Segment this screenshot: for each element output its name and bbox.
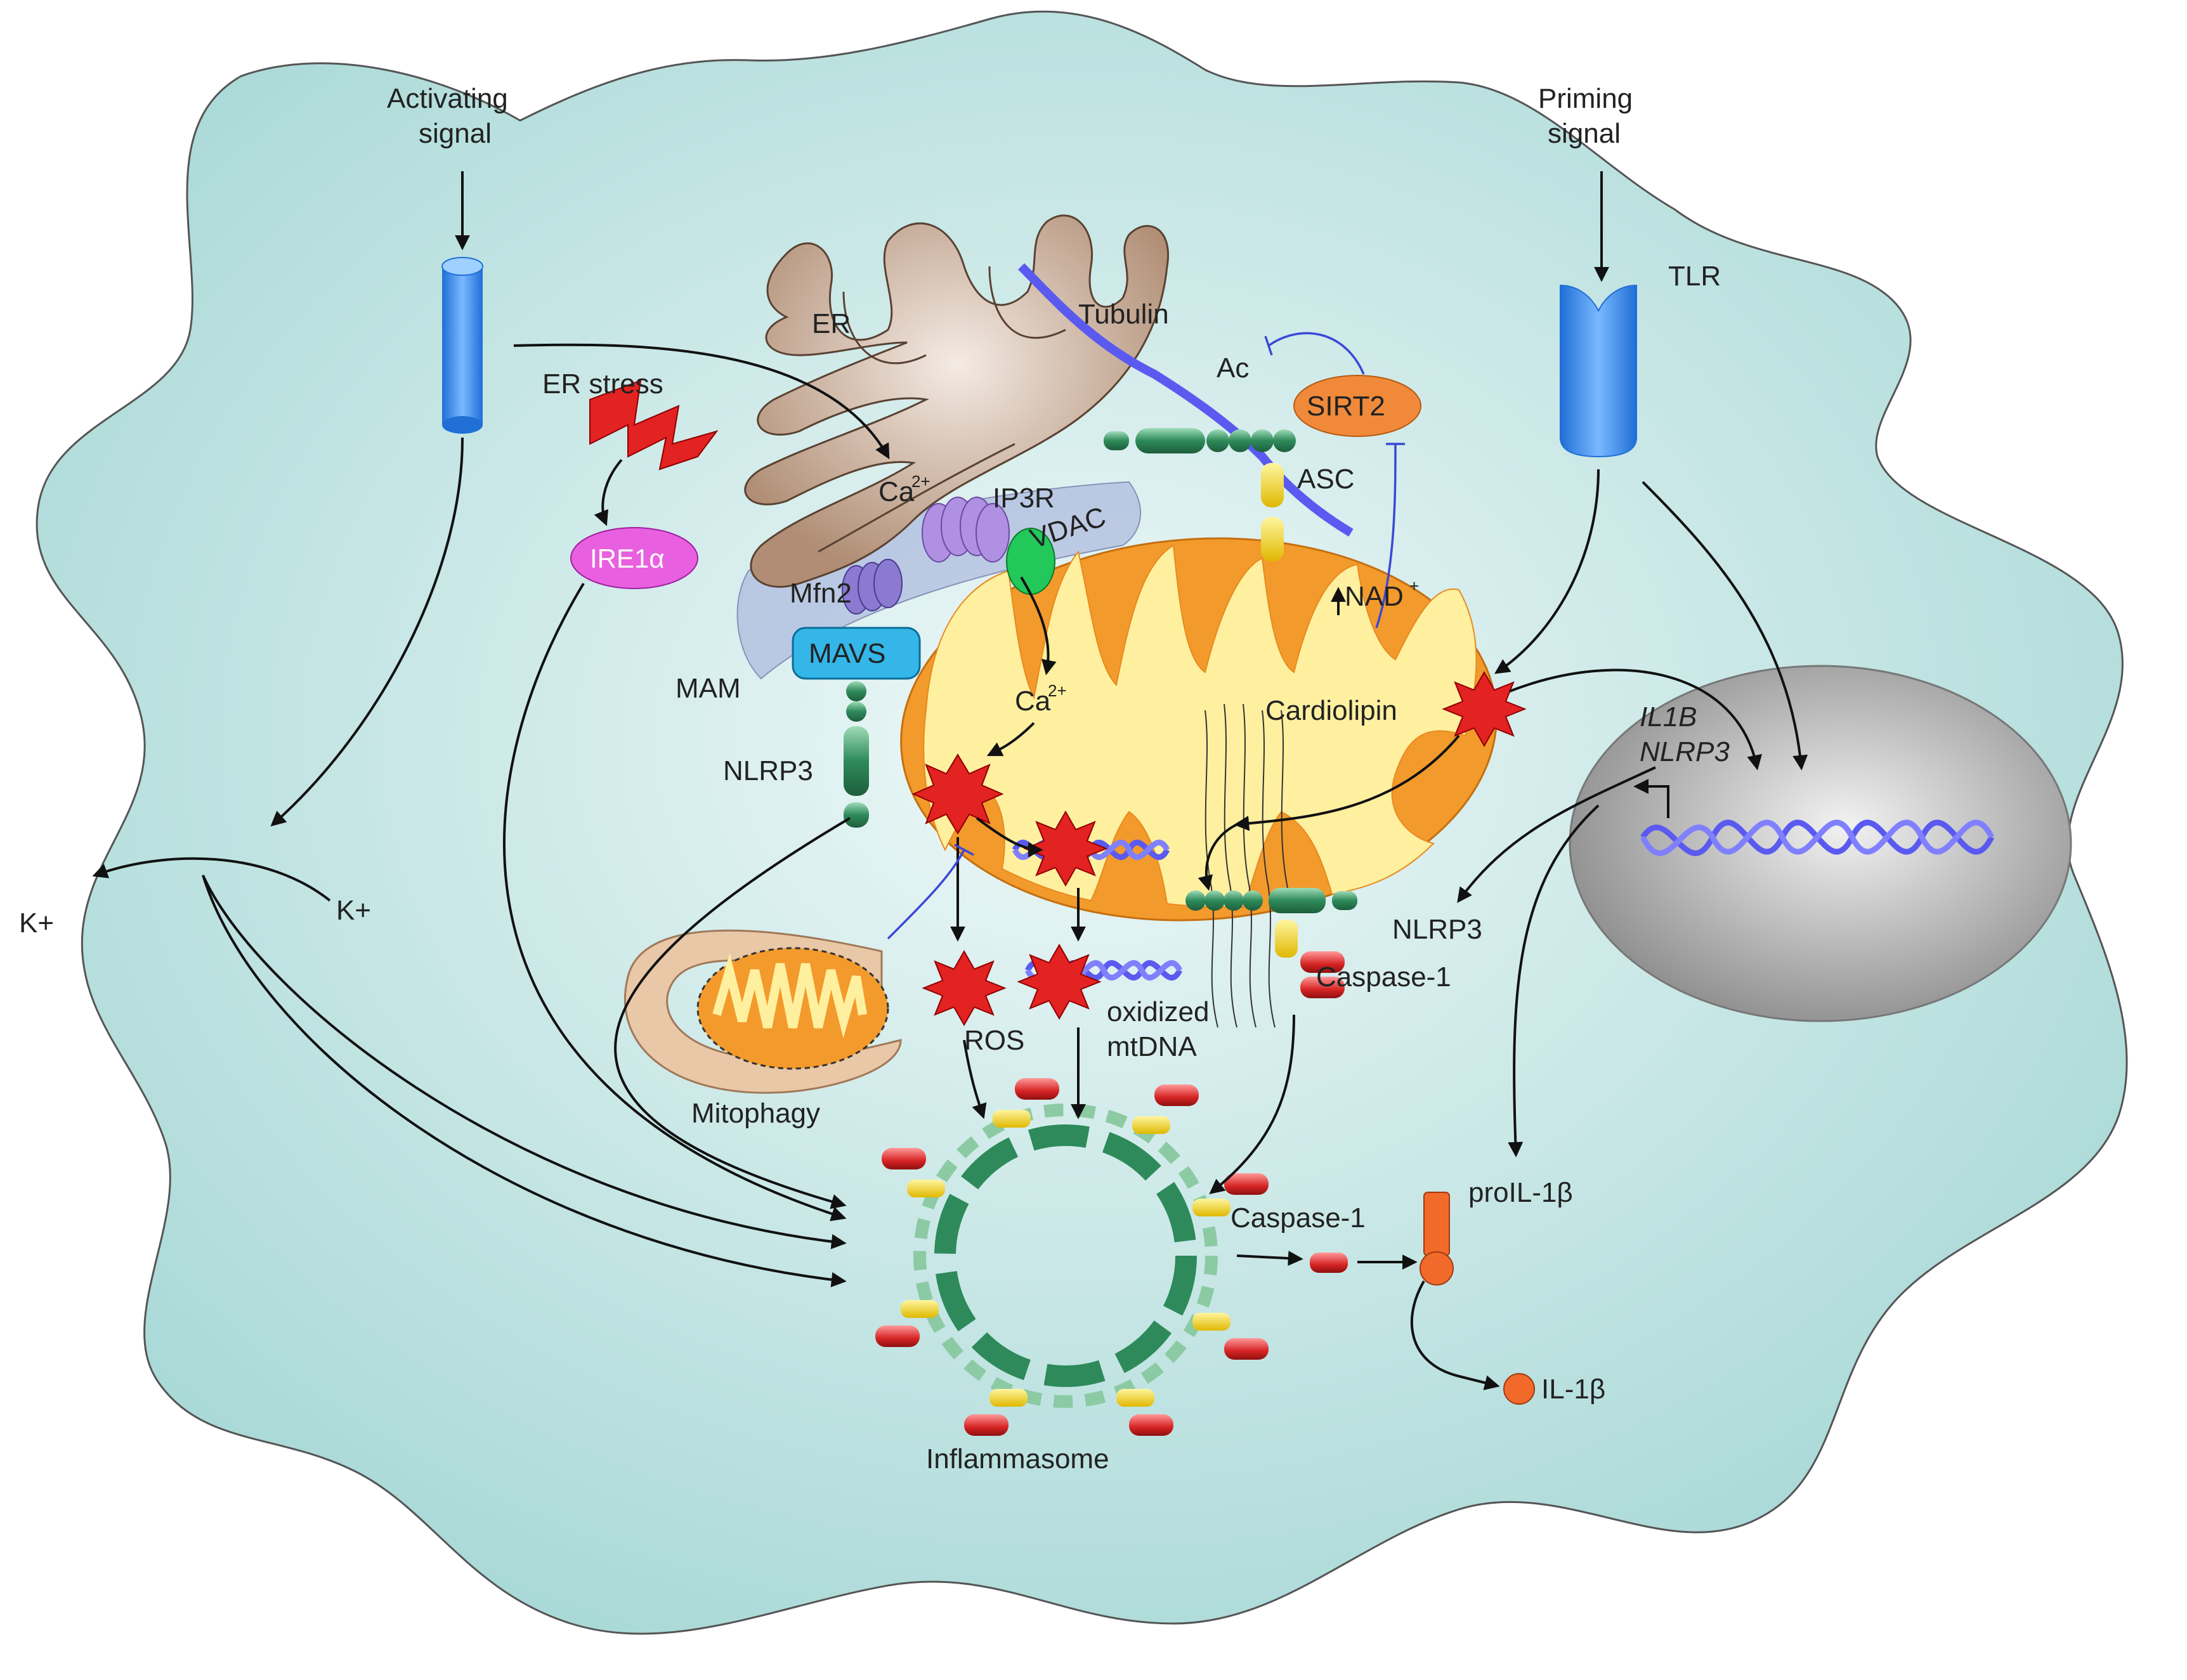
caspase1-bottom-label: Caspase-1 xyxy=(1231,1202,1366,1234)
nlrp3-right-label: NLRP3 xyxy=(1392,914,1482,945)
inflammasome-complex xyxy=(875,1078,1269,1436)
activating-receptor[interactable] xyxy=(441,257,483,434)
caspase1-active-icon xyxy=(1310,1253,1348,1273)
ac-label: Ac xyxy=(1217,353,1249,384)
labels: Activating signal Priming signal TLR ER … xyxy=(19,83,1730,1475)
mavs-label: MAVS xyxy=(809,638,885,669)
cardiolipin-label: Cardiolipin xyxy=(1265,695,1397,726)
il1b-icon xyxy=(1503,1373,1535,1405)
mitophagy-cristae xyxy=(712,953,867,1039)
ip3r-label: IP3R xyxy=(993,483,1055,514)
nad-sup: + xyxy=(1409,576,1419,596)
nlrp3-mavs-chain xyxy=(844,681,869,828)
sirt2-protein xyxy=(1293,375,1421,437)
mitophagy-label: Mitophagy xyxy=(691,1098,820,1129)
er-stress-lightning-icon xyxy=(589,379,719,471)
tlr-receptor[interactable] xyxy=(1560,284,1637,458)
inhibition-lines xyxy=(887,332,1405,940)
ca2-mito-sup: 2+ xyxy=(1048,681,1067,700)
ire1a-label: IRE1α xyxy=(590,544,665,573)
ip3r-icon xyxy=(922,497,1010,563)
priming-signal-label: Priming xyxy=(1538,83,1633,114)
proil1b-label: proIL-1β xyxy=(1468,1177,1573,1208)
activating-signal-label: Activating xyxy=(387,83,508,114)
tubulin-filament xyxy=(1018,263,1354,537)
ca2-er-sup: 2+ xyxy=(911,472,930,491)
mam-label: MAM xyxy=(676,673,741,704)
nlrp3-caspase-mito xyxy=(1185,888,1357,998)
ca2-mito-label: Ca xyxy=(1015,686,1051,717)
mfn2-icon xyxy=(842,559,903,615)
ros-star-icon xyxy=(911,670,1527,1027)
tubulin-label: Tubulin xyxy=(1078,299,1169,330)
mfn2-label: Mfn2 xyxy=(790,578,852,609)
nlrp3-gene-label: NLRP3 xyxy=(1640,736,1730,767)
proil1b-icon xyxy=(1420,1192,1454,1286)
k-out-label: K+ xyxy=(19,908,54,939)
asc-label: ASC xyxy=(1297,464,1354,495)
nuclear-dna-icon xyxy=(1640,819,1995,856)
cardiolipin-lipids xyxy=(1204,703,1288,1028)
er-label: ER xyxy=(812,308,851,339)
ros-label: ROS xyxy=(964,1025,1024,1056)
mitochondrion-cristae xyxy=(923,544,1477,908)
priming-signal-label-2: signal xyxy=(1548,118,1621,149)
oxidized-mtdna-label-1: oxidized xyxy=(1107,996,1209,1027)
oxidized-mtdna-label-2: mtDNA xyxy=(1107,1031,1197,1062)
sirt2-label: SIRT2 xyxy=(1307,391,1385,422)
nad-label: NAD xyxy=(1345,581,1404,612)
activating-signal-label-2: signal xyxy=(419,118,492,149)
asc-nlrp3-chain xyxy=(1104,428,1296,561)
k-in-label: K+ xyxy=(336,895,371,926)
il1b-label: IL-1β xyxy=(1541,1374,1605,1405)
tlr-label: TLR xyxy=(1668,261,1721,292)
ca2-er-label: Ca xyxy=(878,476,915,507)
caspase1-mito-label: Caspase-1 xyxy=(1316,961,1451,993)
il1b-gene-label: IL1B xyxy=(1640,701,1697,733)
er-stress-label: ER stress xyxy=(542,368,663,400)
ire1a-protein xyxy=(570,527,698,589)
inflammasome-label: Inflammasome xyxy=(926,1443,1109,1475)
transcription-arrow-icon xyxy=(1633,779,1669,818)
er-lumen xyxy=(818,266,1066,553)
nlrp3-mito-label: NLRP3 xyxy=(723,755,813,786)
mavs-protein xyxy=(792,627,921,680)
pathway-arrows xyxy=(92,171,1808,1390)
